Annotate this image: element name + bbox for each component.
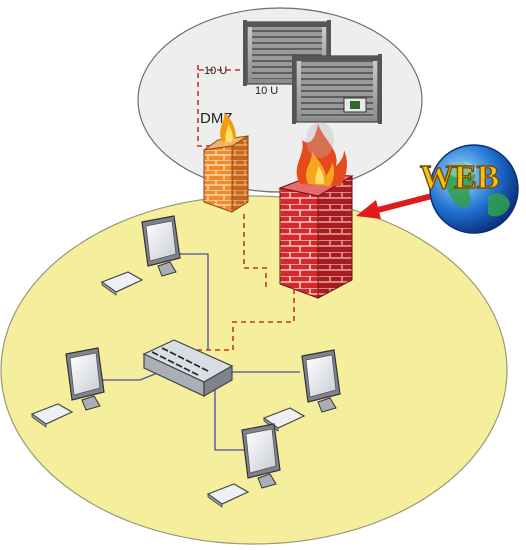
monitor-icon [65, 347, 105, 411]
monitor-icon [301, 349, 341, 413]
web-label: WEB [420, 159, 499, 196]
network-switch-icon [142, 339, 234, 398]
server-units-label-2: 10 U [255, 85, 278, 97]
flame-icon [220, 112, 236, 142]
workstation [30, 347, 105, 428]
lan-links [100, 253, 300, 451]
monitor-icon [241, 423, 281, 489]
monitor-icon [141, 215, 181, 277]
keyboard-icon [206, 483, 250, 508]
server-units-label-1: 10 U [204, 65, 227, 77]
server-rack-icon [292, 54, 382, 124]
keyboard-icon [30, 403, 74, 428]
workstation [262, 349, 341, 432]
workstation [206, 423, 281, 508]
keyboard-icon [100, 271, 144, 296]
flame-icon [296, 122, 347, 186]
globe-icon [429, 144, 519, 234]
firewall-icon [278, 173, 354, 299]
workstation [100, 215, 181, 296]
red-arrow-icon [356, 193, 435, 219]
firewall-icon [203, 135, 249, 213]
